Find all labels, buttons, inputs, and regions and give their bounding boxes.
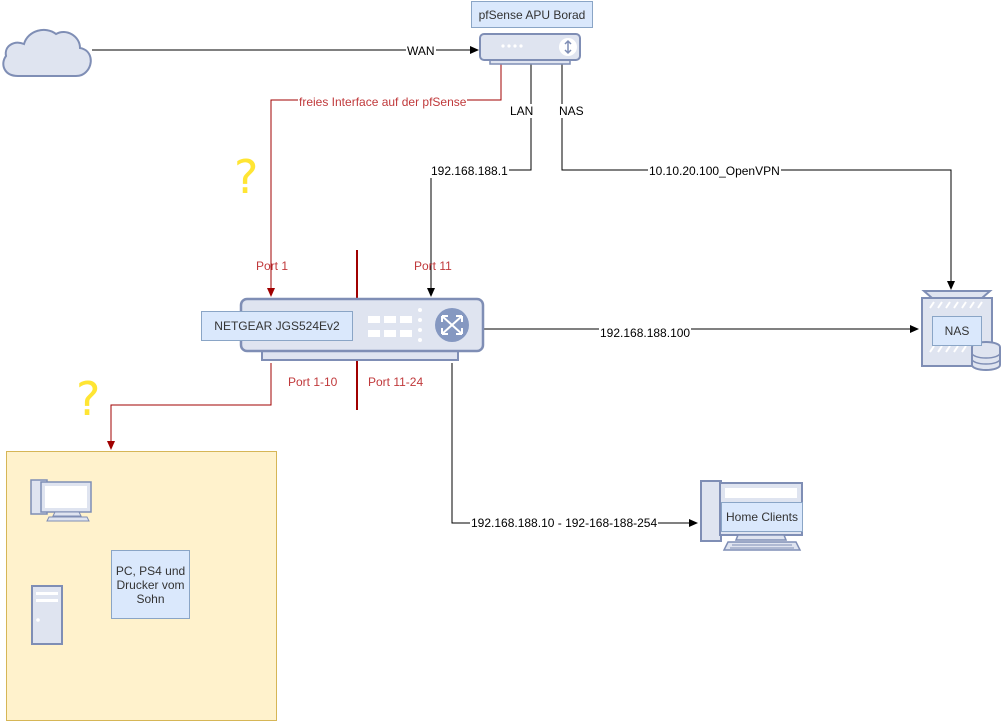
nas-label: NAS bbox=[944, 324, 970, 338]
son-devices-label-box: PC, PS4 und Drucker vom Sohn bbox=[111, 550, 190, 619]
son-tower-pc-icon bbox=[31, 585, 63, 645]
nas-edge-label: NAS bbox=[558, 104, 585, 118]
client-range-edge bbox=[451, 363, 698, 527]
wan-label: WAN bbox=[406, 44, 436, 58]
openvpn-label: 10.10.20.100_OpenVPN bbox=[648, 164, 781, 178]
cloud-icon bbox=[2, 28, 92, 77]
client-range-label: 192.168.188.10 - 192-168-188-254 bbox=[470, 516, 659, 530]
port11-label: Port 11 bbox=[414, 259, 452, 273]
son-devices-label: PC, PS4 und Drucker vom Sohn bbox=[115, 563, 186, 606]
home-clients-label: Home Clients bbox=[725, 510, 799, 524]
free-interface-label: freies Interface auf der pfSense bbox=[298, 95, 468, 109]
lan-ip-label: 192.168.188.1 bbox=[430, 164, 509, 178]
pfsense-router-icon bbox=[479, 33, 581, 65]
port-range-2-label: Port 11-24 bbox=[368, 375, 424, 389]
question-mark-lower: ? bbox=[76, 372, 101, 426]
pfsense-label: pfSense APU Borad bbox=[478, 7, 586, 22]
home-clients-label-box: Home Clients bbox=[721, 502, 803, 532]
nas-label-box: NAS bbox=[932, 316, 982, 346]
switch-label: NETGEAR JGS524Ev2 bbox=[214, 319, 340, 333]
port-range-1-label: Port 1-10 bbox=[288, 375, 338, 389]
pfsense-label-box: pfSense APU Borad bbox=[471, 1, 593, 28]
son-desktop-icon bbox=[30, 479, 92, 522]
lan-label: LAN bbox=[509, 104, 535, 118]
question-mark-upper: ? bbox=[234, 150, 259, 204]
port-range-1-edge bbox=[107, 363, 272, 450]
port1-label: Port 1 bbox=[256, 259, 289, 273]
switch-label-box: NETGEAR JGS524Ev2 bbox=[201, 311, 353, 341]
nas-ip-label: 192.168.188.100 bbox=[599, 326, 692, 340]
